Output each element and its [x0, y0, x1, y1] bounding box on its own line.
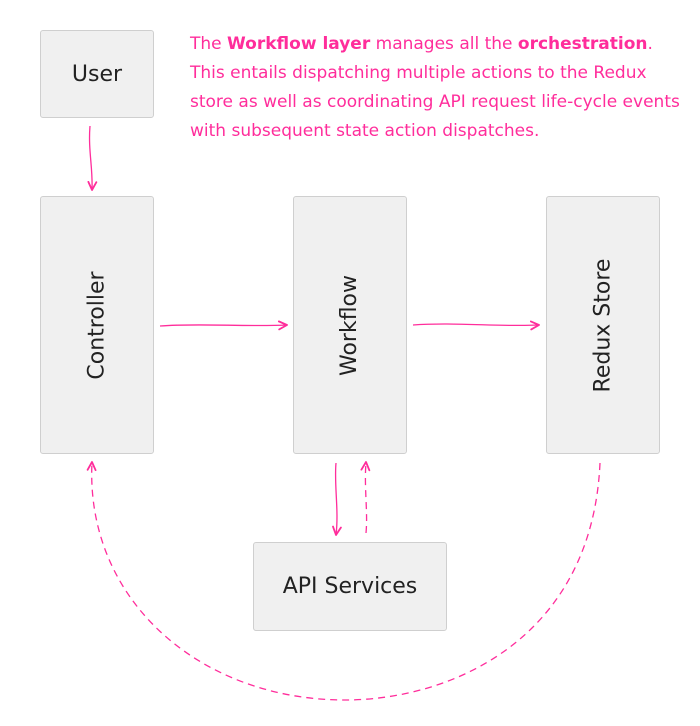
arrow-workflow-to-redux	[412, 320, 540, 331]
controller-box: Controller	[40, 196, 154, 454]
annotation-note: The Workflow layer manages all the orche…	[190, 30, 690, 146]
redux-store-label: Redux Store	[590, 258, 616, 392]
user-label: User	[71, 61, 123, 87]
controller-label: Controller	[84, 270, 110, 380]
note-middle: manages all the	[375, 34, 513, 54]
arrow-controller-to-workflow	[159, 320, 288, 331]
note-rest: . This entails dispatching multiple acti…	[190, 34, 680, 141]
api-services-label: API Services	[282, 574, 418, 599]
arrow-redux-to-controller	[86, 461, 601, 701]
note-intro: The	[190, 34, 222, 54]
workflow-label: Workflow	[337, 274, 363, 376]
api-services-box: API Services	[253, 542, 447, 631]
arrow-user-to-controller	[87, 125, 98, 191]
user-box: User	[40, 30, 154, 118]
workflow-box: Workflow	[293, 196, 407, 454]
note-bold-workflow-layer: Workflow layer	[227, 34, 371, 54]
arrow-workflow-to-api	[332, 462, 342, 536]
arrow-api-to-workflow	[360, 461, 371, 534]
note-bold-orchestration: orchestration	[517, 34, 648, 54]
redux-store-box: Redux Store	[546, 196, 660, 454]
